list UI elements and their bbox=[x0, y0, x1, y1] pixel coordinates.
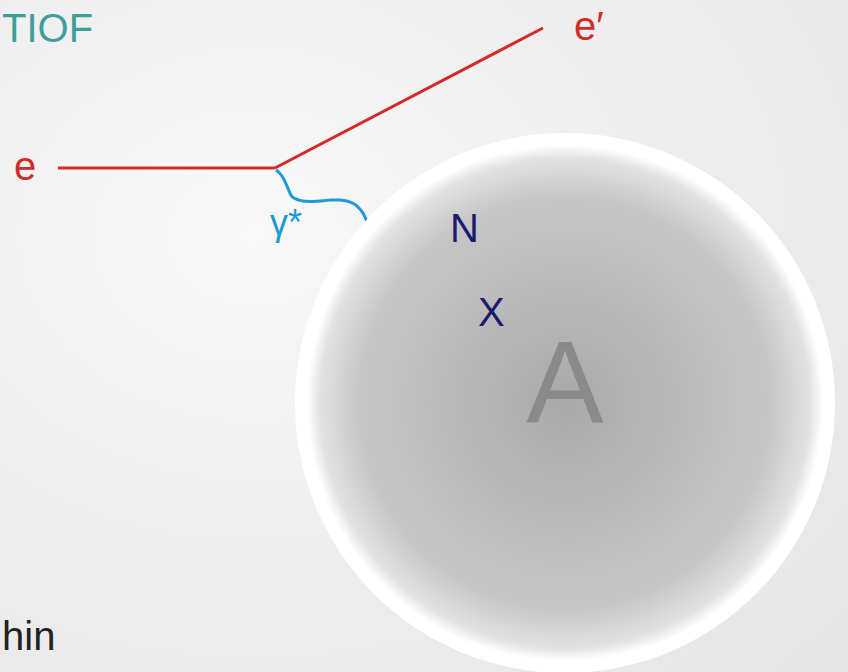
nucleus-halo bbox=[295, 133, 835, 672]
photon-line bbox=[276, 170, 418, 262]
electron-label: e bbox=[14, 146, 36, 186]
nucleus-label: A bbox=[526, 325, 603, 441]
slide-text-fragment: hin bbox=[2, 616, 55, 656]
slide-title-fragment: TIOF bbox=[2, 8, 93, 48]
nucleon-sphere bbox=[416, 244, 460, 288]
fragment-line bbox=[446, 274, 479, 294]
photon-label: γ* bbox=[270, 205, 302, 241]
electron-line bbox=[58, 167, 275, 170]
fragment-line bbox=[444, 276, 470, 303]
nucleon-label: N bbox=[450, 208, 479, 248]
nucleus-body bbox=[307, 145, 823, 661]
fragment-label: X bbox=[478, 292, 505, 332]
nucleus-circle: A bbox=[295, 133, 835, 672]
electron-line bbox=[275, 28, 543, 168]
fragment-line bbox=[446, 272, 481, 284]
electron-label: e′ bbox=[574, 6, 604, 46]
